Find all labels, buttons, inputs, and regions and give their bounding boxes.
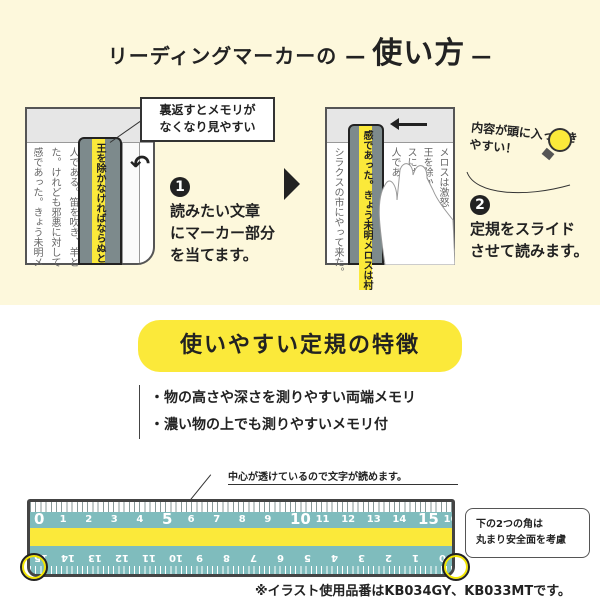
ruler-bottom-number: 8 <box>223 552 230 563</box>
ruler-top-number: 6 <box>187 514 195 525</box>
ruler-top-number: 5 <box>162 510 173 528</box>
next-arrow-icon <box>284 168 300 200</box>
title-main: 使い方 <box>372 36 466 71</box>
ruler-bottom-number: 11 <box>142 552 156 563</box>
ruler-bottom-number: 2 <box>385 552 392 563</box>
ruler-top-number: 14 <box>392 514 407 525</box>
book-line: シラクスの市にやって来た。 <box>332 147 343 277</box>
ruler-top-number: 7 <box>213 514 221 525</box>
book-line: 人であ <box>389 147 400 177</box>
features-badge: 使いやすい定規の特徴 <box>138 320 462 372</box>
feature-list: ・物の高さや深さを測りやすい両端メモリ ・濃い物の上でも測りやすいメモリ付 <box>139 385 416 439</box>
transparent-center-band <box>30 528 452 546</box>
flip-callout: 裏返すとメモリが なくなり見やすい <box>140 97 275 142</box>
ruler-top-number: 8 <box>238 514 246 525</box>
ruler-bottom-ticks <box>30 566 452 574</box>
ruler-top-ticks <box>30 502 452 512</box>
swoosh-line <box>466 171 571 194</box>
hand-illustration <box>378 163 455 265</box>
ruler-top-number: 15 <box>418 510 439 528</box>
lightbulb-icon <box>548 128 572 152</box>
title-dash: — <box>345 44 367 68</box>
book-line: 感であった。きょう未明メ <box>31 147 42 267</box>
ruler-bottom-number: 7 <box>250 552 257 563</box>
ruler-annotation: 中心が透けているので文字が読めます。 <box>228 472 407 483</box>
slide-arrow-icon <box>397 123 427 126</box>
ruler-top-number: 4 <box>136 514 144 525</box>
page-title: リーディングマーカーの —使い方— <box>0 28 600 72</box>
marker-text: 王を除かなければならぬと <box>92 139 105 263</box>
ruler-bottom-number: 14 <box>61 552 75 563</box>
reading-marker: 感であった。きょう未明メロスは村 <box>348 124 384 290</box>
marker-text: 感であった。きょう未明メロスは村 <box>359 126 372 290</box>
reading-marker: 王を除かなければならぬと <box>78 137 122 265</box>
ruler-top-number: 16 <box>443 514 452 525</box>
corner-note-bubble: 下の2つの角は 丸まり安全面を考慮 <box>465 508 590 558</box>
ruler-top-number: 2 <box>85 514 93 525</box>
ruler-bottom-number: 13 <box>88 552 102 563</box>
step-number-2: 2 <box>470 195 490 215</box>
ruler-bottom-number: 1 <box>412 552 419 563</box>
step-2-text: 定規をスライド させて読みます。 <box>470 220 589 260</box>
ruler-bottom-number: 3 <box>358 552 365 563</box>
ruler-top-number: 13 <box>366 514 381 525</box>
title-prefix: リーディングマーカーの <box>107 44 338 68</box>
ruler-bottom-number: 10 <box>169 552 183 563</box>
ruler-top-number: 10 <box>290 510 311 528</box>
ruler-top-number: 0 <box>34 510 45 528</box>
book-line: 人である。笛を吹き、羊と <box>67 147 78 267</box>
ruler-bottom-number: 6 <box>277 552 284 563</box>
step-1-text: 読みたい文章 にマーカー部分 を当てます。 <box>170 202 276 264</box>
ruler-top-number: 9 <box>264 514 272 525</box>
title-dash: — <box>471 44 493 68</box>
rounded-corner-highlight <box>20 553 48 581</box>
ruler-top-number: 12 <box>341 514 356 525</box>
ruler-top-number: 3 <box>110 514 118 525</box>
rounded-corner-highlight <box>442 553 470 581</box>
book-line: た。けれども邪悪に対して <box>49 147 60 267</box>
flip-arrow-icon: ↶ <box>130 150 151 178</box>
ruler-bottom-number: 4 <box>331 552 338 563</box>
feature-item: ・濃い物の上でも測りやすいメモリ付 <box>150 417 388 433</box>
ruler-bottom-number: 12 <box>115 552 129 563</box>
footnote: ※イラスト使用品番はKB034GY、KB033MTです。 <box>255 584 571 599</box>
ruler-bottom-number: 9 <box>196 552 203 563</box>
ruler-bottom-number: 5 <box>304 552 311 563</box>
ruler-top-number: 1 <box>59 514 67 525</box>
book-line: メロスは激怒し <box>437 147 448 217</box>
feature-item: ・物の高さや深さを測りやすい両端メモリ <box>150 390 416 406</box>
step-number-1: 1 <box>170 177 190 197</box>
ruler-top-number: 11 <box>315 514 330 525</box>
ruler-illustration: 0123456789101112131415161514131211109876… <box>27 499 455 577</box>
